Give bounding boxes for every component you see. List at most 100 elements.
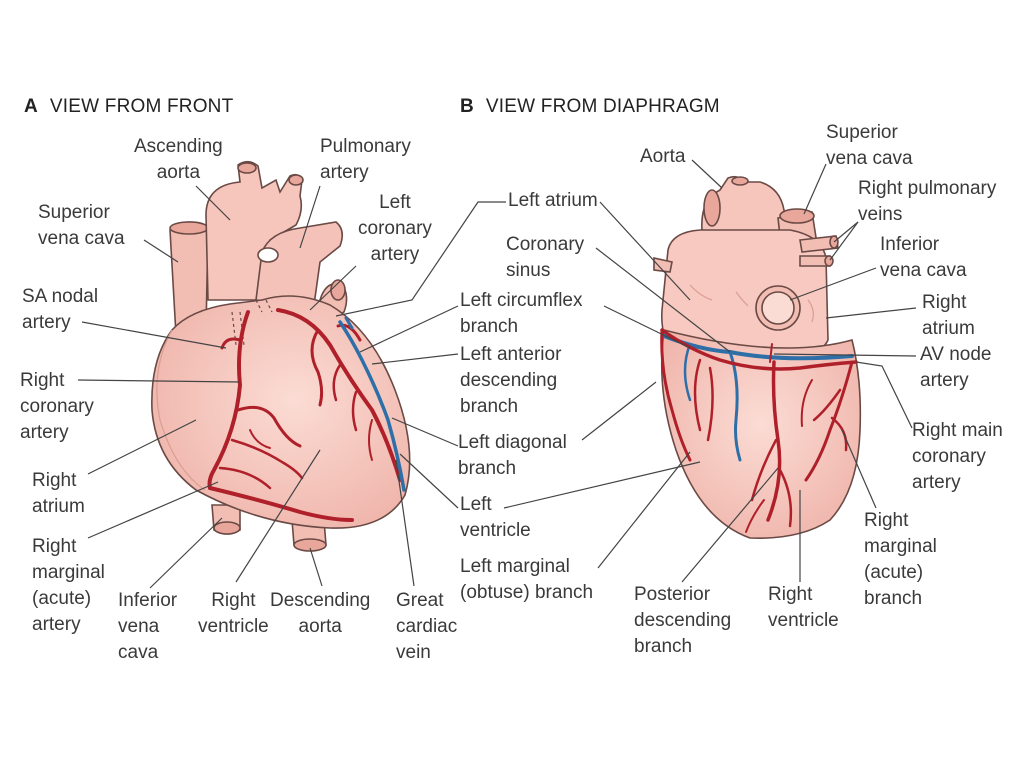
label-left-coronary-artery: Left coronary artery — [358, 192, 432, 265]
front-heart — [151, 160, 411, 552]
label-aorta-back: Aorta — [640, 146, 686, 167]
label-superior-vena-cava-back: Superior vena cava — [826, 122, 913, 169]
back-circumflex-artery — [660, 328, 858, 371]
back-ivc-inner — [761, 291, 795, 325]
leader-left-coronary-artery — [309, 265, 357, 311]
label-pulmonary-artery: Pulmonary artery — [320, 136, 411, 183]
front-rca-branch-1 — [236, 405, 302, 448]
front-svc-opening — [169, 221, 209, 235]
label-right-ventricle-back: Right ventricle — [768, 584, 839, 631]
leader-lines — [77, 159, 917, 589]
label-right-atrium-back: Right atrium — [922, 292, 975, 339]
panel-b-heading: VIEW FROM DIAPHRAGM — [485, 96, 720, 117]
leader-coronary-sinus — [595, 247, 731, 353]
label-right-marginal-artery: Right marginal (acute) artery — [32, 536, 105, 635]
leader-descending-aorta — [309, 547, 323, 587]
back-obtuse-branch-2 — [706, 366, 714, 442]
label-right-coronary-artery: Right coronary artery — [20, 370, 94, 443]
leader-pulmonary-veins-2 — [829, 221, 859, 261]
front-right-atrium-bulge — [156, 329, 206, 491]
leader-aorta — [691, 159, 723, 189]
front-heart-body — [151, 295, 411, 529]
label-sa-nodal-artery: SA nodal artery — [22, 286, 99, 333]
label-right-ventricle-front: Right ventricle — [198, 590, 269, 637]
front-aortic-arch — [205, 160, 303, 301]
label-right-pulmonary-veins: Right pulmonary veins — [858, 178, 997, 225]
front-rca-branch-4 — [249, 429, 271, 449]
back-contour-1 — [689, 284, 713, 301]
front-sa-nodal-branch — [220, 337, 242, 350]
back-cardiac-vein-1 — [728, 350, 742, 462]
back-pda-branch-2 — [778, 468, 793, 528]
label-coronary-sinus: Coronary sinus — [506, 234, 585, 281]
leader-great-cardiac-vein — [395, 459, 415, 587]
label-superior-vena-cava-front: Superior vena cava — [38, 202, 125, 249]
label-av-node-artery: AV node artery — [920, 344, 992, 391]
back-pda-branch-1 — [750, 438, 778, 502]
leader-ivc-back — [789, 267, 877, 301]
label-right-atrium-front: Right atrium — [32, 470, 85, 517]
front-lad-branch-3 — [351, 390, 358, 432]
label-left-anterior-descending: Left anterior descending branch — [460, 344, 562, 417]
label-descending-aorta: Descending aorta — [270, 590, 371, 637]
back-left-vessel — [653, 257, 673, 273]
front-vein-tributary — [344, 316, 354, 330]
leader-posterior-descending — [681, 467, 779, 583]
panel-a-heading: VIEW FROM FRONT — [49, 96, 234, 117]
leader-right-coronary-artery — [77, 379, 241, 383]
leader-left-atrium-b — [599, 201, 691, 301]
label-left-ventricle: Left ventricle — [460, 494, 531, 541]
leader-pulmonary-artery — [299, 185, 321, 249]
leader-diagonal-front — [391, 417, 459, 447]
leader-pulmonary-veins-1 — [833, 221, 859, 243]
leader-superior-vena-cava — [143, 239, 179, 263]
leader-left-ventricle-front — [399, 453, 459, 509]
back-aorta-opening — [703, 189, 721, 227]
label-left-diagonal: Left diagonal branch — [458, 432, 567, 479]
leader-right-main-coronary — [855, 361, 913, 429]
back-rm-branch-3 — [800, 379, 813, 427]
leader-lad — [371, 353, 459, 365]
front-lad-branch-2 — [332, 363, 342, 402]
label-ascending-aorta: Ascending aorta — [134, 136, 223, 183]
back-vessels — [660, 328, 858, 533]
leader-right-marginal-artery — [87, 481, 219, 539]
leader-right-atrium — [87, 419, 197, 475]
leader-ascending-aorta — [195, 185, 231, 221]
label-posterior-descending: Posterior descending branch — [634, 584, 732, 657]
back-ventricles — [660, 328, 862, 539]
back-right-marginal-artery — [804, 360, 854, 482]
label-great-cardiac-vein: Great cardiac vein — [396, 590, 458, 663]
back-contour-3 — [735, 291, 749, 307]
leader-left-ventricle-back — [503, 461, 701, 509]
front-right-coronary-artery-vessel — [207, 310, 354, 522]
front-aorta-branch-1 — [237, 162, 257, 174]
back-contour-2 — [807, 299, 814, 323]
leader-right-ventricle — [235, 449, 321, 583]
back-svc-opening — [779, 208, 815, 224]
leader-circumflex-back — [603, 305, 691, 349]
panel-a-title: A VIEW FROM FRONT — [24, 96, 233, 118]
front-circumflex-artery — [336, 323, 362, 342]
front-great-cardiac-vein-vessel — [338, 320, 406, 492]
back-av-node-artery — [769, 343, 773, 363]
label-left-atrium: Left atrium — [508, 190, 598, 211]
front-lad-branch-4 — [368, 419, 373, 461]
front-pulmonary-trunk — [255, 221, 344, 306]
leader-right-atrium-back — [825, 307, 917, 319]
label-left-circumflex: Left circumflex branch — [460, 290, 583, 337]
leader-svc-back — [803, 163, 827, 215]
panel-b-letter: B — [460, 96, 474, 117]
back-posterior-descending-artery — [766, 360, 782, 522]
front-ivc-opening — [213, 521, 241, 535]
leader-inferior-vena-cava — [149, 517, 223, 589]
front-rca-branch-3 — [218, 466, 272, 490]
panel-a-letter: A — [24, 96, 38, 117]
panel-b-title: B VIEW FROM DIAPHRAGM — [460, 96, 720, 118]
back-aorta-branch — [731, 176, 749, 186]
leader-sa-nodal-artery — [81, 321, 227, 349]
leader-left-marginal — [597, 451, 691, 569]
front-aorta-branch-2 — [288, 174, 304, 186]
